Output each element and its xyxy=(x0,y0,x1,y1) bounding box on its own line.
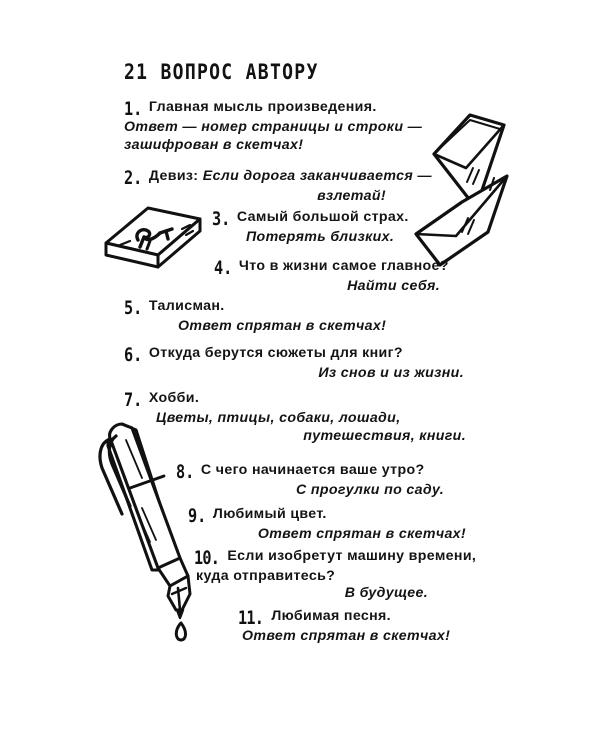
qa-item-7-answer: Цветы, птицы, собаки, лошади, путешестви… xyxy=(124,410,466,445)
qa-item-4-answer: Найти себя. xyxy=(214,278,449,296)
qa-item-7-answer-line-2: путешествия, книги. xyxy=(303,427,466,444)
qa-item-4-answer-line-1: Найти себя. xyxy=(347,278,440,294)
qa-item-1: 1. Главная мысль произведения. Ответ — н… xyxy=(124,99,422,154)
qa-item-9-answer: Ответ спрятан в скетчах! xyxy=(188,526,466,544)
qa-item-7-question-row: 7. Хобби. xyxy=(124,390,466,410)
qa-item-5-question: Талисман. xyxy=(148,298,225,314)
qa-item-9-number: 9. xyxy=(188,505,207,527)
qa-item-5-answer-line-1: Ответ спрятан в скетчах! xyxy=(178,318,387,334)
qa-item-1-question: Главная мысль произведения. xyxy=(148,99,377,115)
qa-item-11: 11. Любимая песня. Ответ спрятан в скетч… xyxy=(238,608,450,646)
qa-item-11-answer-line-1: Ответ спрятан в скетчах! xyxy=(242,628,451,644)
qa-item-5: 5. Талисман. Ответ спрятан в скетчах! xyxy=(124,298,386,336)
qa-item-8-number: 8. xyxy=(176,461,195,483)
qa-item-10-answer-line-1: В будущее. xyxy=(344,585,428,601)
qa-item-5-number: 5. xyxy=(124,297,143,319)
qa-item-7-question: Хобби. xyxy=(148,390,200,406)
qa-item-11-question-row: 11. Любимая песня. xyxy=(238,608,450,628)
qa-item-4-question-row: 4. Что в жизни самое главное? xyxy=(214,258,449,278)
qa-item-10-question-line-1: Если изобретут машину времени, xyxy=(227,548,477,564)
qa-item-7: 7. Хобби. Цветы, птицы, собаки, лошади, … xyxy=(124,390,466,445)
qa-item-2-number: 2. xyxy=(124,167,143,189)
qa-item-3-number: 3. xyxy=(212,208,231,230)
qa-item-3-answer: Потерять близких. xyxy=(212,229,409,247)
qa-item-2-answer: взлетай! xyxy=(124,188,432,206)
qa-item-1-answer-line-2: зашифрован в скетчах! xyxy=(124,136,304,153)
qa-item-10-number: 10. xyxy=(194,547,220,569)
qa-item-4-number: 4. xyxy=(214,257,233,279)
qa-item-6-number: 6. xyxy=(124,344,143,366)
book-illustration xyxy=(100,203,208,273)
qa-item-11-answer: Ответ спрятан в скетчах! xyxy=(238,628,450,646)
qa-item-8-answer: С прогулки по саду. xyxy=(176,482,444,500)
qa-item-3-answer-line-1: Потерять близких. xyxy=(246,229,395,245)
qa-item-7-number: 7. xyxy=(124,389,143,411)
qa-item-6-question: Откуда берутся сюжеты для книг? xyxy=(148,345,403,361)
qa-item-1-question-row: 1. Главная мысль произведения. xyxy=(124,99,422,119)
qa-item-8: 8. С чего начинается ваше утро? С прогул… xyxy=(176,462,444,500)
qa-item-6-question-row: 6. Откуда берутся сюжеты для книг? xyxy=(124,345,464,365)
qa-item-10-answer: В будущее. xyxy=(194,585,476,603)
qa-item-4-question: Что в жизни самое главное? xyxy=(238,258,449,274)
qa-item-1-number: 1. xyxy=(124,98,143,120)
qa-item-3: 3. Самый большой страх. Потерять близких… xyxy=(212,209,409,247)
qa-item-9-question-row: 9. Любимый цвет. xyxy=(188,506,466,526)
qa-item-6-answer-line-1: Из снов и из жизни. xyxy=(318,365,464,381)
qa-item-11-question: Любимая песня. xyxy=(271,608,391,624)
qa-item-3-question-row: 3. Самый большой страх. xyxy=(212,209,409,229)
qa-item-9-answer-line-1: Ответ спрятан в скетчах! xyxy=(257,526,466,542)
qa-item-2: 2. Девиз: Если дорога заканчивается — вз… xyxy=(124,168,432,206)
qa-item-2-answer-line-1: взлетай! xyxy=(317,188,386,204)
qa-item-9: 9. Любимый цвет. Ответ спрятан в скетчах… xyxy=(188,506,466,544)
qa-item-8-question: С чего начинается ваше утро? xyxy=(200,462,425,478)
qa-item-3-question: Самый большой страх. xyxy=(236,209,409,225)
qa-item-1-answer: Ответ — номер страницы и строки — зашифр… xyxy=(124,119,422,154)
qa-item-11-number: 11. xyxy=(238,607,264,629)
qa-item-2-question: Девиз: Если дорога заканчивается — xyxy=(149,168,432,185)
qa-item-8-question-row: 8. С чего начинается ваше утро? xyxy=(176,462,444,482)
qa-item-5-question-row: 5. Талисман. xyxy=(124,298,386,318)
qa-item-8-answer-line-1: С прогулки по саду. xyxy=(295,482,444,498)
qa-item-10-question-line-2: куда отправитесь? xyxy=(196,568,336,584)
qa-item-9-question: Любимый цвет. xyxy=(212,506,327,522)
fountain-pen-illustration xyxy=(92,418,202,643)
qa-item-7-answer-line-1: Цветы, птицы, собаки, лошади, xyxy=(156,410,401,426)
qa-item-10: 10. Если изобретут машину времени, куда … xyxy=(194,548,476,603)
qa-item-5-answer: Ответ спрятан в скетчах! xyxy=(124,318,386,336)
qa-item-6-answer: Из снов и из жизни. xyxy=(124,365,464,383)
page-title: 21 ВОПРОС АВТОРУ xyxy=(124,60,319,84)
qa-item-2-question-italic: Если дорога заканчивается — xyxy=(202,168,432,184)
qa-item-10-question-row: 10. Если изобретут машину времени, xyxy=(194,548,476,568)
qa-item-6: 6. Откуда берутся сюжеты для книг? Из сн… xyxy=(124,345,464,383)
qa-item-4: 4. Что в жизни самое главное? Найти себя… xyxy=(214,258,449,296)
qa-item-2-question-plain: Девиз: xyxy=(148,168,199,184)
qa-item-1-answer-line-1: Ответ — номер страницы и строки — xyxy=(124,119,423,135)
qa-item-2-question-row: 2. Девиз: Если дорога заканчивается — xyxy=(124,168,432,188)
